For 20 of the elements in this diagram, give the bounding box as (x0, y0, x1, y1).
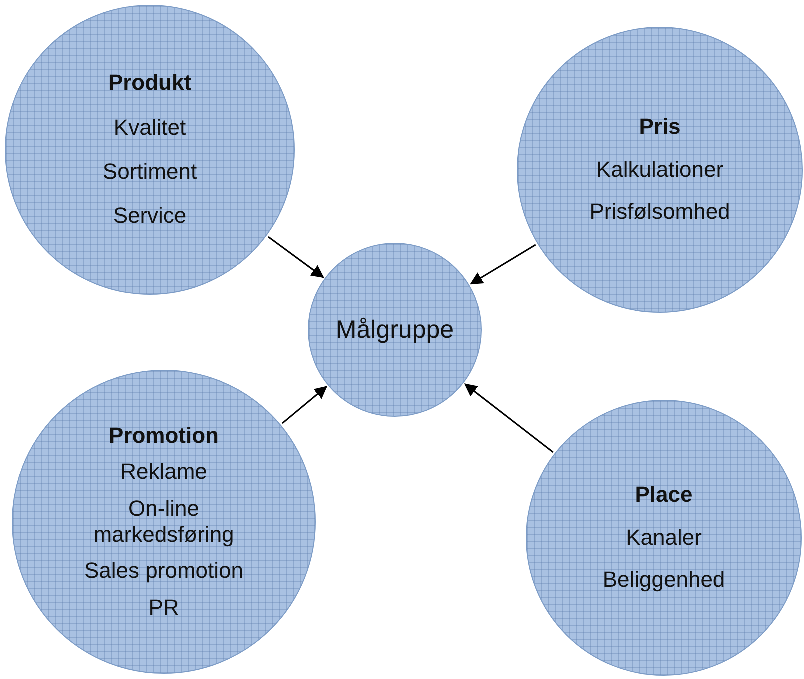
circle-label: Kvalitet (114, 114, 186, 141)
arrow (282, 386, 328, 424)
circle-label: On-line markedsføring (92, 496, 236, 548)
arrow (268, 236, 324, 278)
circle-label: Service (113, 203, 187, 230)
arrow (464, 384, 554, 453)
circle-heading: Place (635, 482, 693, 509)
arrow (470, 244, 536, 285)
circle-label: Reklame (120, 459, 208, 486)
circle-label: Sales promotion (84, 558, 244, 585)
circle-label: Beliggenhed (602, 567, 726, 594)
circle-label: Kanaler (626, 524, 702, 552)
circle-label: Kalkulationer (596, 156, 724, 184)
circle-label: Målgruppe (336, 315, 454, 345)
circle-heading: Promotion (109, 422, 219, 450)
circle-label: PR (148, 594, 180, 622)
circle-label: Prisfølsomhed (590, 199, 730, 226)
circle-heading: Produkt (108, 70, 192, 97)
circle-label: Sortiment (102, 159, 198, 186)
circle-heading: Pris (639, 114, 681, 141)
